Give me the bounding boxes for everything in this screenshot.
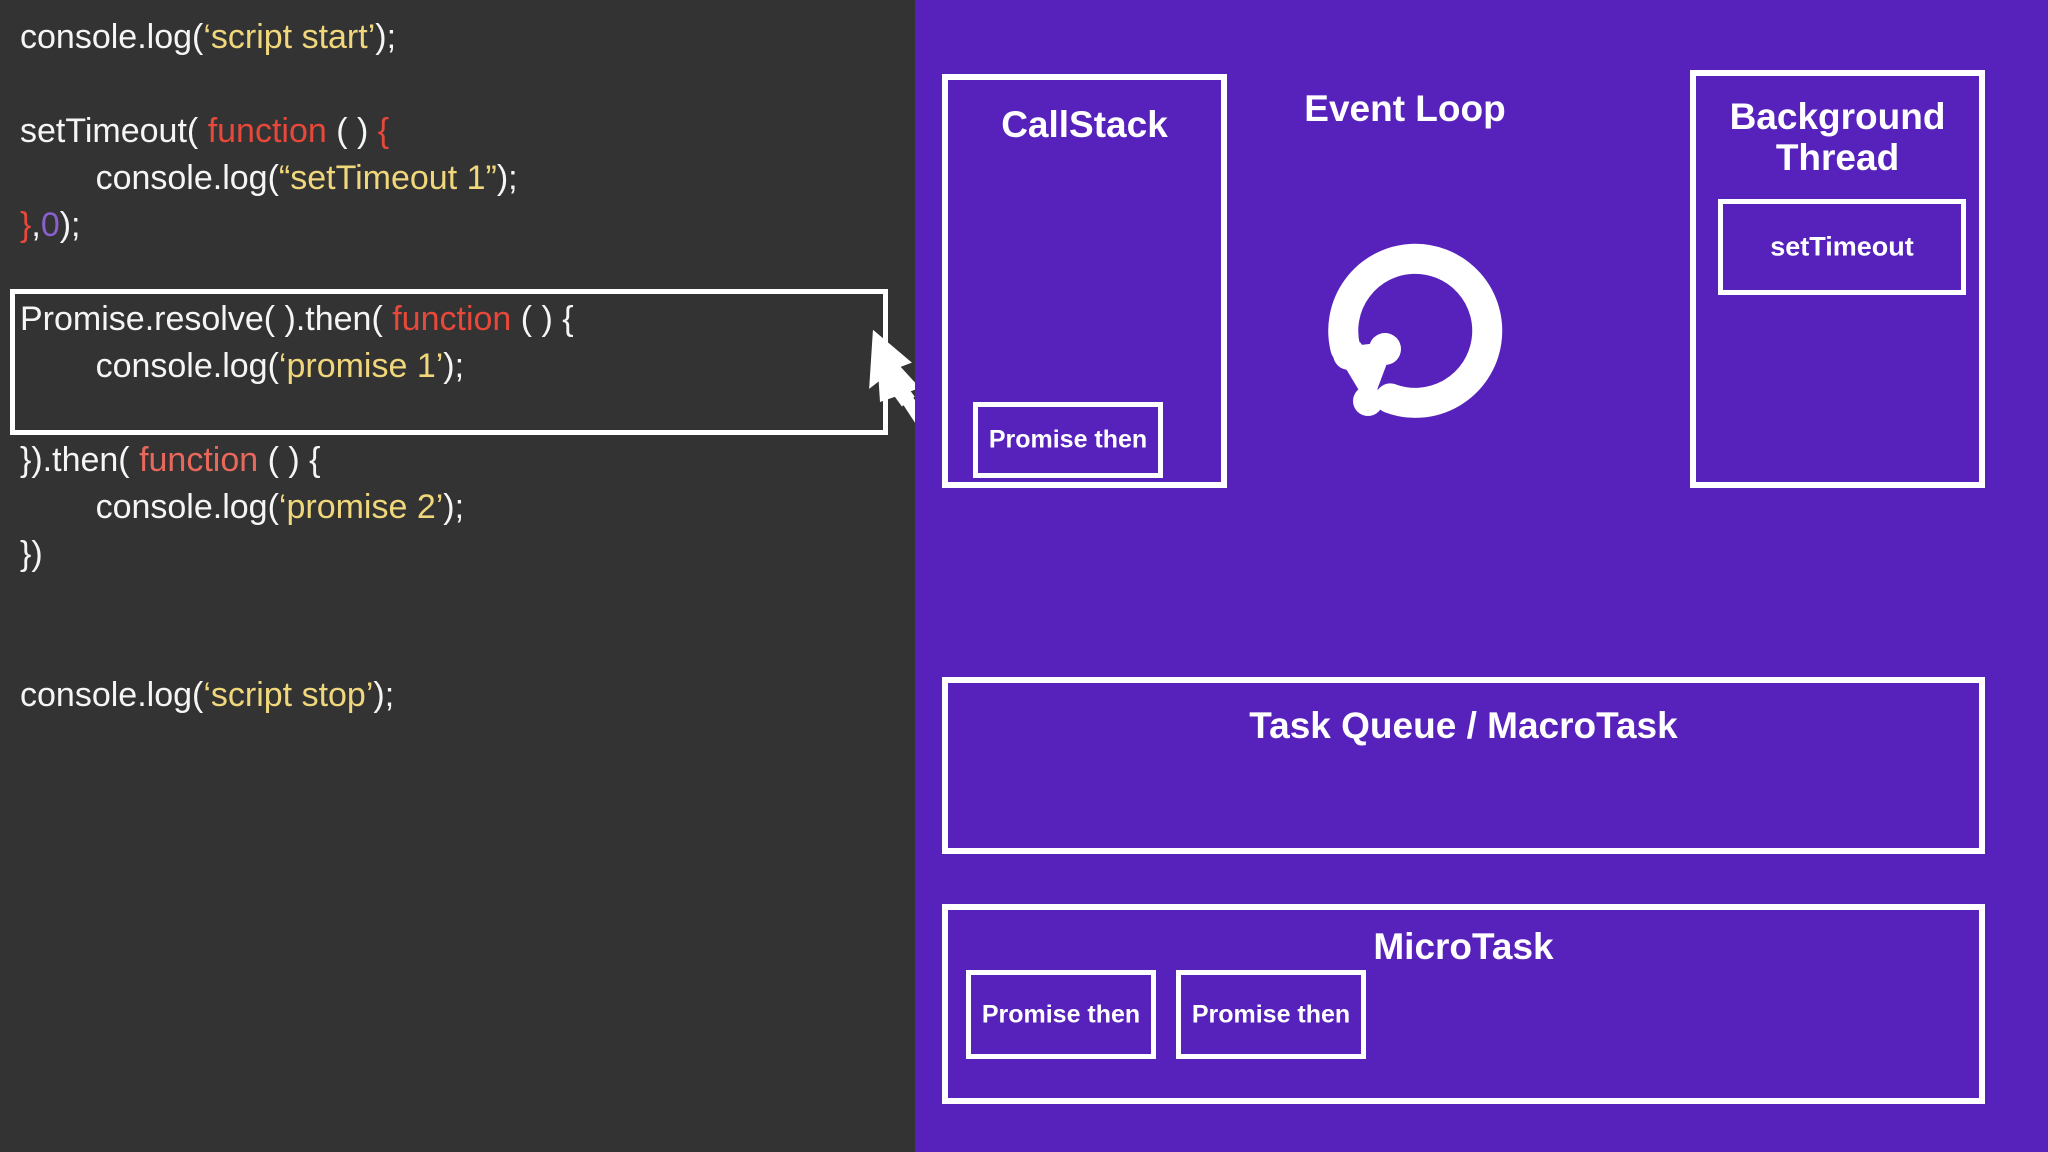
code-token: console.log( <box>20 488 279 526</box>
code-token: ‘script start’ <box>203 18 376 56</box>
code-line <box>20 61 915 108</box>
code-token: ‘script stop’ <box>203 676 374 714</box>
background-thread-title-line2: Thread <box>1775 137 1900 179</box>
code-token: , <box>31 206 41 244</box>
code-token: function <box>207 112 327 150</box>
code-line: Promise.resolve( ).then( function ( ) { <box>20 296 915 343</box>
code-token: }) <box>20 535 43 573</box>
code-token: ); <box>59 206 81 244</box>
code-token: console.log( <box>20 676 204 714</box>
code-line: setTimeout( function ( ) { <box>20 108 915 155</box>
code-token: console.log( <box>20 159 279 197</box>
task-queue-box[interactable]: Task Queue / MacroTask <box>942 677 1985 854</box>
code-line: console.log(‘script stop’); <box>20 672 915 719</box>
background-thread-title-line1: Background <box>1729 96 1946 137</box>
code-line <box>20 249 915 296</box>
code-token: Promise.resolve( ).then( <box>20 300 393 338</box>
code-token: ); <box>496 159 518 197</box>
background-thread-frame-settimeout[interactable]: setTimeout <box>1718 199 1966 295</box>
code-token: ); <box>443 488 465 526</box>
code-token: ( ) <box>326 112 378 150</box>
code-line: }).then( function ( ) { <box>20 437 915 484</box>
background-thread-box[interactable]: Background Thread setTimeout <box>1690 70 1985 488</box>
microtask-box[interactable]: MicroTask Promise then Promise then <box>942 904 1985 1104</box>
code-token: { <box>377 112 390 150</box>
code-token: ( ) { <box>511 300 574 338</box>
event-loop-title: Event Loop <box>1304 88 1506 129</box>
code-line <box>20 578 915 625</box>
microtask-frame-label-1: Promise then <box>981 1000 1141 1028</box>
code-token: }).then( <box>20 441 140 479</box>
code-token: console.log( <box>20 18 204 56</box>
code-line <box>20 625 915 672</box>
code-listing: console.log(‘script start’); setTimeout(… <box>0 0 915 719</box>
code-token: ‘promise 1’ <box>278 347 444 385</box>
code-panel: console.log(‘script start’); setTimeout(… <box>0 0 915 1152</box>
code-token: ( ) { <box>258 441 321 479</box>
code-token: setTimeout( <box>20 112 208 150</box>
callstack-frame-promise-then[interactable]: Promise then <box>973 402 1163 478</box>
microtask-frame-promise-then-2[interactable]: Promise then <box>1176 970 1366 1059</box>
microtask-frame-label-2: Promise then <box>1191 1000 1351 1028</box>
microtask-title: MicroTask <box>1373 926 1554 967</box>
code-token: ); <box>443 347 465 385</box>
code-line: console.log(“setTimeout 1”); <box>20 155 915 202</box>
code-token: ‘promise 2’ <box>278 488 444 526</box>
code-token: function <box>392 300 512 338</box>
code-token: ); <box>375 18 397 56</box>
code-token: } <box>20 206 32 244</box>
code-line: console.log(‘promise 1’); <box>20 343 915 390</box>
task-queue-title: Task Queue / MacroTask <box>1249 705 1678 746</box>
code-token: console.log( <box>20 347 279 385</box>
callstack-title: CallStack <box>1001 104 1168 145</box>
diagram-panel: CallStack Promise then Event Loop Backgr… <box>915 0 2048 1152</box>
code-line: }) <box>20 531 915 578</box>
code-line <box>20 390 915 437</box>
code-line: },0); <box>20 202 915 249</box>
microtask-frame-promise-then-1[interactable]: Promise then <box>966 970 1156 1059</box>
background-thread-frame-label: setTimeout <box>1770 231 1914 262</box>
code-token: “setTimeout 1” <box>278 159 497 197</box>
callstack-box[interactable]: CallStack Promise then <box>942 74 1227 488</box>
callstack-frame-label: Promise then <box>988 425 1148 454</box>
code-token: ); <box>373 676 395 714</box>
code-token: 0 <box>40 206 60 244</box>
background-thread-title: Background Thread <box>1696 96 1979 179</box>
circular-refresh-arrow-icon <box>1328 243 1503 418</box>
code-line: console.log(‘promise 2’); <box>20 484 915 531</box>
code-token: function <box>139 441 259 479</box>
code-line: console.log(‘script start’); <box>20 14 915 61</box>
